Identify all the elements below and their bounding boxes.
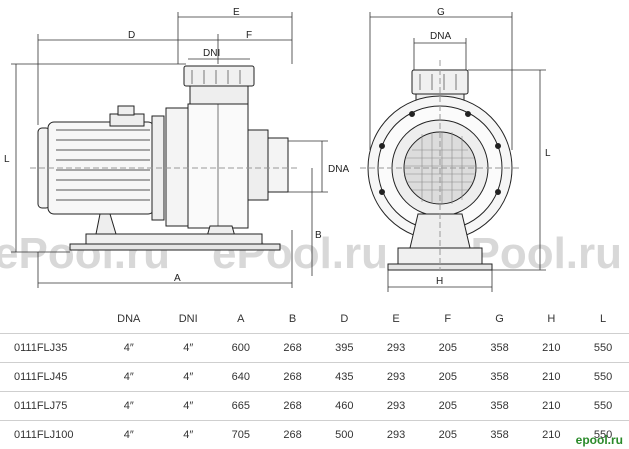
- table-header-cell: G: [495, 313, 504, 325]
- table-cell: 4″: [96, 391, 162, 421]
- table-header-cell: A: [237, 313, 245, 325]
- table-header-cell: H: [547, 313, 556, 325]
- table-header-cell: E: [392, 313, 400, 325]
- table-cell: 395: [318, 333, 371, 363]
- model-cell: 0111FLJ100: [0, 420, 96, 449]
- dim-label-l-right: L: [545, 148, 551, 159]
- table-row: 0111FLJ35 4″ 4″ 600 268 395 293 205 358 …: [0, 333, 629, 363]
- pump-technical-drawing: ePool.ru ePool.ru ePool.ru: [0, 7, 622, 292]
- table-cell: 210: [525, 391, 578, 421]
- dim-label-h: H: [436, 276, 443, 287]
- model-cell: 0111FLJ75: [0, 391, 96, 421]
- dim-label-l-left: L: [4, 154, 10, 165]
- pump-front-view: [360, 60, 520, 271]
- table-cell: 665: [214, 391, 267, 421]
- table-row: 0111FLJ45 4″ 4″ 640 268 435 293 205 358 …: [0, 362, 629, 392]
- table-cell: 205: [421, 362, 474, 392]
- table-cell: 293: [370, 362, 422, 392]
- dim-label-dna-side: DNA: [328, 164, 349, 175]
- dim-label-g: G: [437, 7, 445, 18]
- table-cell: 4″: [96, 333, 162, 363]
- table-cell: 205: [421, 333, 474, 363]
- side-dimensions: [11, 12, 328, 288]
- dim-label-e: E: [233, 7, 240, 18]
- table-cell: 705: [214, 420, 267, 449]
- table-header-cell: DNA: [117, 313, 141, 325]
- table-cell: 205: [421, 391, 474, 421]
- table-header-row: DNA DNI A B D E F G H L: [0, 305, 629, 334]
- table-cell: 550: [577, 420, 629, 449]
- table-cell: 550: [577, 362, 629, 392]
- table-cell: 550: [577, 333, 629, 363]
- brand-logo-text: epool.ru: [575, 433, 623, 447]
- table-header-cell: F: [444, 313, 452, 325]
- dim-label-d: D: [128, 30, 135, 41]
- table-row: 0111FLJ75 4″ 4″ 665 268 460 293 205 358 …: [0, 391, 629, 421]
- table-cell: 268: [266, 333, 319, 363]
- table-cell: 4″: [96, 420, 162, 449]
- table-cell: 358: [473, 333, 526, 363]
- table-cell: 210: [525, 333, 578, 363]
- table-cell: 640: [214, 362, 267, 392]
- table-cell: 435: [318, 362, 371, 392]
- table-row: 0111FLJ100 4″ 4″ 705 268 500 293 205 358…: [0, 420, 629, 449]
- table-cell: 268: [266, 362, 319, 392]
- table-cell: 358: [473, 391, 526, 421]
- dim-label-dni: DNI: [203, 48, 220, 59]
- table-cell: 600: [214, 333, 267, 363]
- table-cell: 4″: [161, 391, 215, 421]
- table-cell: 358: [473, 420, 526, 449]
- table-cell: 293: [370, 333, 422, 363]
- table-header-cell: L: [600, 313, 607, 325]
- table-cell: 4″: [161, 333, 215, 363]
- table-cell: 210: [525, 420, 578, 449]
- table-cell: 210: [525, 362, 578, 392]
- model-cell: 0111FLJ35: [0, 333, 96, 363]
- table-cell: 500: [318, 420, 371, 449]
- table-header-cell: DNI: [178, 313, 198, 325]
- table-header-cell: B: [288, 313, 297, 325]
- dim-label-a: A: [174, 273, 181, 284]
- table-cell: 293: [370, 391, 422, 421]
- table-cell: 4″: [161, 362, 215, 392]
- dimensions-table: DNA DNI A B D E F G H L 0111FLJ35 4″ 4″ …: [0, 305, 629, 449]
- table-cell: 4″: [161, 420, 215, 449]
- table-header-cell: [0, 305, 96, 334]
- front-dimensions: [369, 12, 546, 292]
- pump-side-view: [30, 65, 300, 251]
- table-header-cell: D: [340, 313, 349, 325]
- dim-label-f: F: [246, 30, 252, 41]
- dim-label-dna-top: DNA: [430, 31, 451, 42]
- table-cell: 4″: [96, 362, 162, 392]
- table-cell: 268: [266, 420, 319, 449]
- table-cell: 550: [577, 391, 629, 421]
- dim-label-b: B: [315, 230, 322, 241]
- model-cell: 0111FLJ45: [0, 362, 96, 392]
- table-cell: 205: [421, 420, 474, 449]
- table-cell: 358: [473, 362, 526, 392]
- table-cell: 460: [318, 391, 371, 421]
- table-cell: 268: [266, 391, 319, 421]
- table-cell: 293: [370, 420, 422, 449]
